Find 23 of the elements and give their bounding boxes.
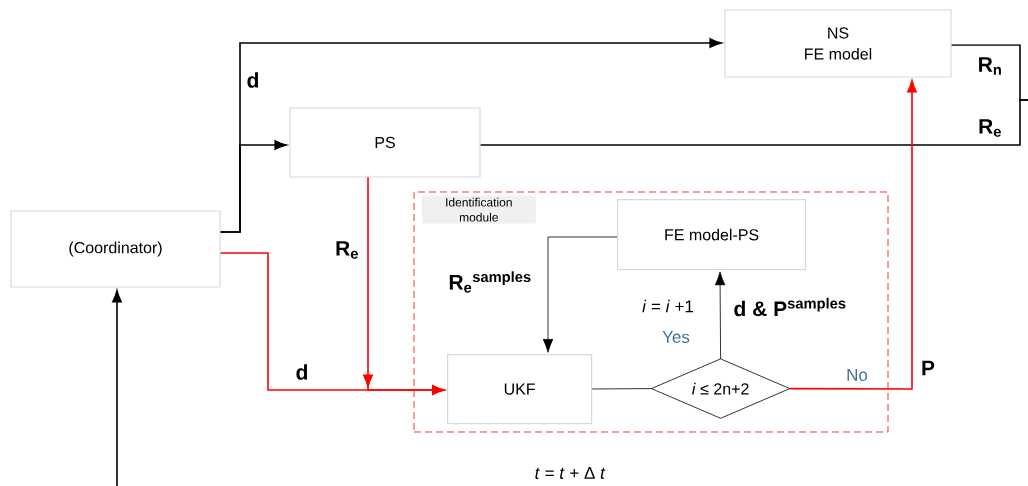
edge-label: d — [294, 363, 310, 381]
edge-label: R$_{e}$ — [334, 240, 360, 260]
branch-label: Yes — [662, 331, 690, 343]
branch-label: No — [847, 369, 868, 381]
process-box: UKF — [447, 354, 593, 425]
arrow — [542, 236, 618, 353]
process-box: PS — [289, 107, 481, 178]
edge-label: d — [245, 71, 261, 89]
edge-label: R$_{n}$ — [976, 56, 1004, 76]
arrow — [714, 271, 726, 360]
arrow — [789, 80, 917, 390]
arrow — [363, 176, 445, 395]
model-box: NS FE model — [724, 9, 952, 78]
arrow — [112, 290, 122, 486]
edge-label: R$_{e}$ — [977, 118, 1003, 138]
formula-text: i = i +1 — [642, 299, 694, 313]
edge-label: d & P$^{samples}$ — [732, 296, 848, 318]
arrow — [219, 140, 287, 233]
process-box: (Coordinator) — [10, 210, 221, 288]
model-box: FE model-PS — [617, 199, 807, 271]
edge-label: P — [920, 359, 936, 377]
formula-text: t = t + Δ t — [535, 467, 606, 479]
edge-label: R$_{e}$samples — [447, 270, 533, 294]
